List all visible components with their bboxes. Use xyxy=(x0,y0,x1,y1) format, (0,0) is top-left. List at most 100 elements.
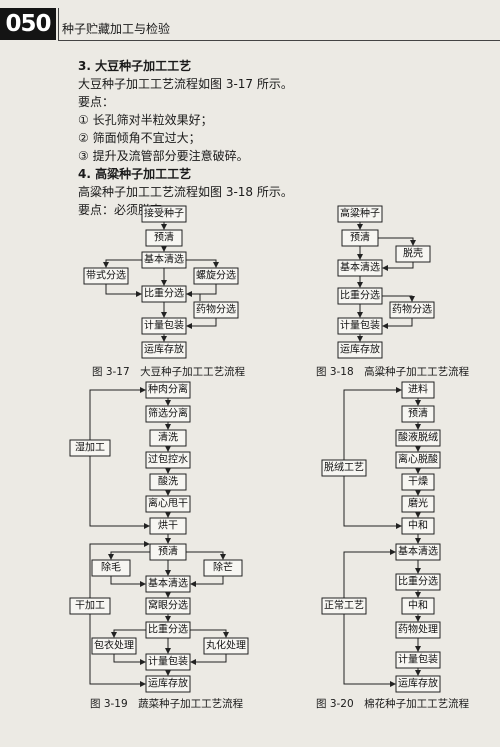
fig18-node-preclean: 预清 xyxy=(341,229,379,247)
svg-text:计量包装: 计量包装 xyxy=(144,319,184,332)
fig19-node-deawn: 除芒 xyxy=(203,559,243,577)
section-3-title: 3. 大豆种子加工工艺 xyxy=(78,59,192,73)
svg-text:接受种子: 接受种子 xyxy=(144,207,184,220)
svg-text:脱绒工艺: 脱绒工艺 xyxy=(324,461,364,474)
fig19-node-wash: 清洗 xyxy=(149,429,187,447)
svg-text:比重分选: 比重分选 xyxy=(340,289,380,302)
svg-text:计量包装: 计量包装 xyxy=(148,655,188,668)
page-number: 050 xyxy=(0,8,56,40)
fig19-side-dry: 干加工 xyxy=(69,597,111,615)
fig20-node-gravity-sort: 比重分选 xyxy=(395,573,441,591)
figure-3-18: 高粱种子 预清 脱壳 基本清选 比重分选 药物分选 计量包装 运库存放 xyxy=(337,205,435,359)
fig20-node-preclean: 预清 xyxy=(401,405,435,423)
figure-3-17: 接受种子 预清 基本清选 带式分选 螺旋分选 比重分选 药物分选 计量包装 运库… xyxy=(83,205,239,359)
fig19-node-basic-clean: 基本清选 xyxy=(145,575,191,593)
fig20-node-centrifuge: 离心脱酸 xyxy=(395,451,441,469)
fig19-side-wet: 湿加工 xyxy=(69,439,111,457)
svg-text:运库存放: 运库存放 xyxy=(340,343,380,356)
header-rule xyxy=(58,40,500,41)
svg-text:螺旋分选: 螺旋分选 xyxy=(196,269,236,282)
svg-text:包衣处理: 包衣处理 xyxy=(94,639,134,652)
fig20-node-basic-clean: 基本清选 xyxy=(395,543,441,561)
section-4-title: 4. 高粱种子加工工艺 xyxy=(78,167,192,181)
fig20-node-neutralize-1: 中和 xyxy=(401,517,435,535)
fig18-node-store: 运库存放 xyxy=(337,341,383,359)
fig19-node-spin-dry: 离心甩干 xyxy=(145,495,191,513)
fig18-node-gravity-sort: 比重分选 xyxy=(337,287,383,305)
svg-text:预清: 预清 xyxy=(154,231,174,244)
svg-text:酸洗: 酸洗 xyxy=(158,475,178,488)
fig19-node-weigh-pack: 计量包装 xyxy=(145,653,191,671)
svg-text:预清: 预清 xyxy=(350,231,370,244)
svg-text:中和: 中和 xyxy=(408,519,428,532)
svg-text:湿加工: 湿加工 xyxy=(75,442,105,454)
figure-3-20: 进料 预清 酸液脱绒 离心脱酸 干燥 磨光 中和 脱绒工艺 基本清选 比重分选 … xyxy=(321,381,441,693)
svg-text:过包控水: 过包控水 xyxy=(148,453,188,466)
fig17-node-chem-sort: 药物分选 xyxy=(193,301,239,319)
svg-text:运库存放: 运库存放 xyxy=(144,343,184,356)
svg-text:除芒: 除芒 xyxy=(213,561,233,574)
fig19-node-dehair: 除毛 xyxy=(91,559,131,577)
fig19-node-gravity-sort: 比重分选 xyxy=(145,621,191,639)
svg-text:预清: 预清 xyxy=(408,407,428,420)
figure-3-17-caption: 图 3-17 大豆种子加工工艺流程 xyxy=(92,366,246,378)
fig18-node-sorghum: 高粱种子 xyxy=(337,205,383,223)
fig19-node-store: 运库存放 xyxy=(145,675,191,693)
fig18-node-chem-sort: 药物分选 xyxy=(389,301,435,319)
fig17-node-weigh-pack: 计量包装 xyxy=(141,317,187,335)
svg-text:烘干: 烘干 xyxy=(158,520,178,532)
fig17-node-receive: 接受种子 xyxy=(141,205,187,223)
svg-text:离心甩干: 离心甩干 xyxy=(148,497,188,510)
fig18-node-weigh-pack: 计量包装 xyxy=(337,317,383,335)
svg-text:比重分选: 比重分选 xyxy=(144,287,184,300)
svg-text:药物分选: 药物分选 xyxy=(392,303,432,316)
svg-text:酸液脱绒: 酸液脱绒 xyxy=(398,431,438,444)
section-3-point-2: ② 筛面倾角不宜过大； xyxy=(78,131,201,145)
fig17-node-belt-sort: 带式分选 xyxy=(83,267,129,285)
fig20-node-neutralize-2: 中和 xyxy=(401,597,435,615)
fig18-node-basic-clean: 基本清选 xyxy=(337,259,383,277)
book-title: 种子贮藏加工与检验 xyxy=(62,22,171,36)
fig19-node-bake: 烘干 xyxy=(149,517,187,535)
svg-text:药物处理: 药物处理 xyxy=(398,623,438,636)
svg-text:比重分选: 比重分选 xyxy=(398,575,438,588)
svg-text:计量包装: 计量包装 xyxy=(398,653,438,666)
fig18-node-dehull: 脱壳 xyxy=(395,245,431,263)
figure-3-20-caption: 图 3-20 棉花种子加工工艺流程 xyxy=(316,698,470,710)
svg-text:运库存放: 运库存放 xyxy=(148,677,188,690)
fig19-node-acid-wash: 酸洗 xyxy=(149,473,187,491)
fig19-node-preclean: 预清 xyxy=(149,543,187,561)
page-header: 050 种子贮藏加工与检验 xyxy=(0,0,500,44)
fig17-node-preclean: 预清 xyxy=(145,229,183,247)
svg-text:清洗: 清洗 xyxy=(158,431,178,444)
svg-text:高粱种子: 高粱种子 xyxy=(340,207,380,220)
svg-text:脱壳: 脱壳 xyxy=(403,247,423,260)
figure-3-19: 种肉分离 筛选分离 清洗 过包控水 酸洗 离心甩干 烘干 湿加工 预清 除毛 除… xyxy=(69,381,249,693)
fig20-node-acid-delint: 酸液脱绒 xyxy=(395,429,441,447)
svg-text:正常工艺: 正常工艺 xyxy=(324,599,364,612)
svg-text:干加工: 干加工 xyxy=(75,600,105,612)
section-3-points-label: 要点： xyxy=(78,95,115,109)
fig19-node-sieve-sep: 筛选分离 xyxy=(145,405,191,423)
fig20-side-normal: 正常工艺 xyxy=(321,597,367,615)
fig17-node-basic-clean: 基本清选 xyxy=(141,251,187,269)
fig20-node-weigh-pack: 计量包装 xyxy=(395,651,441,669)
header-rule-vertical xyxy=(58,8,59,41)
fig19-node-flesh-sep: 种肉分离 xyxy=(145,381,191,399)
svg-text:比重分选: 比重分选 xyxy=(148,623,188,636)
svg-text:基本清选: 基本清选 xyxy=(398,545,438,558)
svg-text:基本清选: 基本清选 xyxy=(148,577,188,590)
section-3-intro: 大豆种子加工工艺流程如图 3-17 所示。 xyxy=(78,77,293,91)
figure-3-18-caption: 图 3-18 高粱种子加工工艺流程 xyxy=(316,366,470,378)
fig17-node-gravity-sort: 比重分选 xyxy=(141,285,187,303)
section-3-point-1: ① 长孔筛对半粒效果好； xyxy=(78,113,213,127)
svg-text:中和: 中和 xyxy=(408,599,428,612)
svg-text:计量包装: 计量包装 xyxy=(340,319,380,332)
svg-text:基本清选: 基本清选 xyxy=(144,253,184,266)
svg-text:运库存放: 运库存放 xyxy=(398,677,438,690)
fig17-node-store: 运库存放 xyxy=(141,341,187,359)
svg-text:筛选分离: 筛选分离 xyxy=(148,407,188,420)
svg-text:预清: 预清 xyxy=(158,545,178,558)
svg-text:药物分选: 药物分选 xyxy=(196,303,236,316)
